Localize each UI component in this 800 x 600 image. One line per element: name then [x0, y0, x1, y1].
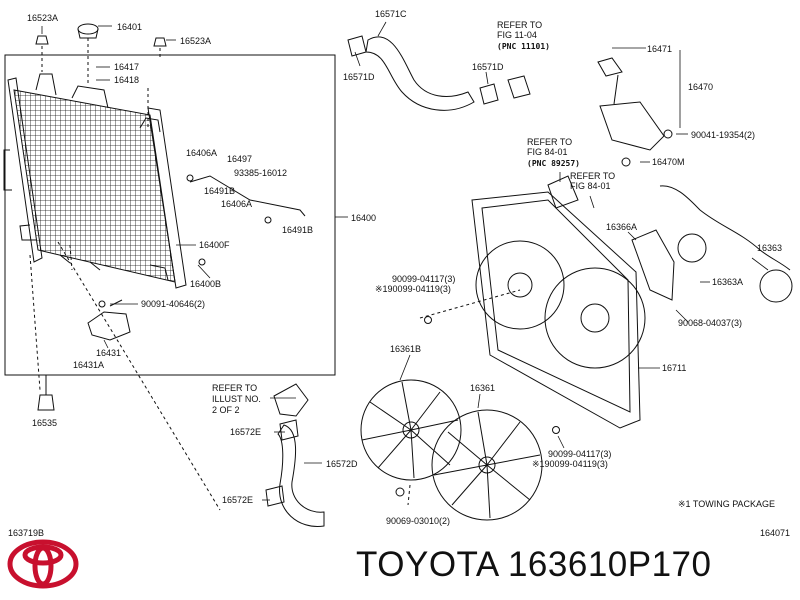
label-towing-note: ※1 TOWING PACKAGE [678, 499, 775, 509]
motor-bracket [631, 229, 675, 301]
label-16401: 16401 [117, 22, 142, 32]
radiator-frame-box [4, 54, 336, 376]
label-16406A-mid: 16406A [221, 199, 252, 209]
drain-plug [87, 311, 131, 341]
label-refer-84a-line3: (PNC 89257) [527, 159, 580, 168]
reservoir-bracket [599, 101, 665, 151]
parts-diagram: 16523A 16401 16523A 16571C REFER TO FIG … [3, 9, 793, 538]
radiator [3, 73, 187, 289]
label-refer-84b-line2: FIG 84-01 [570, 181, 611, 191]
hose-clamp-lower [279, 419, 299, 441]
fan-motor-2 [759, 269, 793, 303]
label-16711: 16711 [662, 363, 686, 373]
label-16418: 16418 [114, 75, 139, 85]
label-90091: 90091-40646(2) [141, 299, 205, 309]
label-refer-illus-line1: REFER TO [212, 383, 257, 393]
label-refer-84a-line1: REFER TO [527, 137, 572, 147]
label-16406A-top: 16406A [186, 148, 217, 158]
reservoir-cap [597, 57, 623, 77]
label-90099-a1: 90099-04117(3) [392, 274, 455, 284]
label-refer-illus-line3: 2 OF 2 [212, 405, 240, 415]
label-16571C: 16571C [375, 9, 407, 19]
label-16431A: 16431A [73, 360, 104, 370]
label-16535: 16535 [32, 418, 57, 428]
label-90041: 90041-19354(2) [691, 130, 755, 140]
label-16400B: 16400B [190, 279, 221, 289]
label-16470: 16470 [688, 82, 713, 92]
label-16571D-right: 16571D [472, 62, 504, 72]
label-16491B-bot: 16491B [282, 225, 313, 235]
label-refer-11-line3: (PNC 11101) [497, 42, 550, 51]
drain-cock [37, 394, 55, 411]
label-16470M: 16470M [652, 157, 685, 167]
label-refer-84a-line2: FIG 84-01 [527, 147, 568, 157]
label-16523A-top: 16523A [27, 13, 58, 23]
hose-clamp [347, 35, 367, 57]
label-code-left: 163719B [8, 528, 44, 538]
label-refer-illus-line2: ILLUST NO. [212, 394, 261, 404]
label-90099-b1: 90099-04117(3) [548, 449, 611, 459]
fan-blade-16361B [360, 379, 462, 481]
grommet-top-left [35, 35, 49, 45]
label-16523A-right: 16523A [180, 36, 211, 46]
fan-shroud [471, 191, 646, 429]
toyota-logo [7, 539, 79, 589]
label-16363A: 16363A [712, 277, 743, 287]
fan-motor [677, 233, 707, 263]
label-90069: 90069-03010(2) [386, 516, 450, 526]
radiator-cap [77, 23, 99, 39]
label-16361: 16361 [470, 383, 495, 393]
label-16571D-left: 16571D [343, 72, 375, 82]
label-16400F: 16400F [199, 240, 230, 250]
label-16366A: 16366A [606, 222, 637, 232]
part-number-caption: TOYOTA 163610P170 [356, 545, 712, 584]
hose-clamp-lower-2 [265, 485, 285, 507]
grommet-top-right [153, 37, 167, 47]
hose-fitting [507, 75, 531, 99]
label-16417: 16417 [114, 62, 139, 72]
fan-blade-16361 [431, 409, 543, 521]
label-16491B-top: 16491B [204, 186, 235, 196]
label-refer-11-line2: FIG 11-04 [497, 30, 537, 40]
label-93385: 93385-16012 [234, 168, 287, 178]
label-16431: 16431 [96, 348, 121, 358]
water-inlet [273, 383, 309, 417]
label-16572D: 16572D [326, 459, 358, 469]
label-16471: 16471 [647, 44, 672, 54]
label-90068: 90068-04037(3) [678, 318, 742, 328]
hose-clamp [479, 83, 499, 105]
label-90099-b2: ※190099-04119(3) [532, 459, 608, 469]
label-16497: 16497 [227, 154, 252, 164]
label-90099-a2: ※190099-04119(3) [375, 284, 451, 294]
wire-harness [659, 185, 791, 271]
label-refer-84b-line1: REFER TO [570, 171, 615, 181]
label-16361B: 16361B [390, 344, 421, 354]
label-16572E-bot: 16572E [222, 495, 253, 505]
label-16572E-top: 16572E [230, 427, 261, 437]
upper-radiator-hose [365, 36, 475, 111]
label-16400: 16400 [351, 213, 376, 223]
label-16363: 16363 [757, 243, 782, 253]
label-code-right: 164071 [760, 528, 790, 538]
lower-radiator-hose [277, 424, 325, 527]
label-refer-11-line1: REFER TO [497, 20, 542, 30]
